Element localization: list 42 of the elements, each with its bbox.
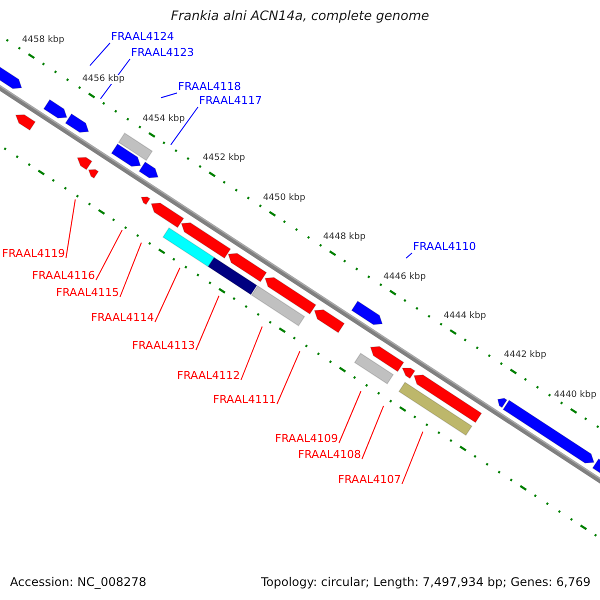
leader-line [362, 405, 384, 460]
gene-label: FRAAL4112 [177, 370, 240, 381]
gene-label: FRAAL4115 [56, 287, 120, 298]
gene-label: FRAAL4124 [111, 31, 174, 42]
tick-label: 4446 kbp [383, 272, 426, 282]
gene-label: FRAAL4111 [213, 394, 276, 405]
tick-label: 4458 kbp [22, 36, 64, 45]
tick-label: 4452 kbp [202, 154, 246, 164]
accession-text: Accession: NC_008278 [10, 576, 146, 588]
leader-line [402, 431, 424, 484]
gene-label: FRAAL4119 [2, 248, 66, 259]
leader-line [160, 92, 178, 98]
tick-label: 4444 kbp [444, 312, 486, 321]
leader-line [154, 267, 180, 322]
gene-label: FRAAL4107 [338, 474, 402, 485]
tick-label: 4442 kbp [504, 351, 546, 360]
gene-label: FRAAL4109 [275, 433, 338, 444]
genome-summary-text: Topology: circular; Length: 7,497,934 bp; Genes: 6,769 [261, 576, 591, 588]
leader-line [240, 326, 263, 380]
tick-label: 4456 kbp [82, 75, 125, 84]
tick-label: 4454 kbp [142, 114, 185, 124]
gene-label: FRAAL4123 [131, 47, 194, 58]
leader-line [170, 106, 198, 146]
leader-line [406, 252, 412, 259]
gene-label: FRAAL4117 [199, 95, 262, 106]
leader-line [196, 295, 220, 350]
leader-line [66, 198, 76, 258]
tick-label: 4440 kbp [554, 390, 596, 400]
gene-label: FRAAL4113 [132, 340, 196, 351]
gene-label: FRAAL4108 [298, 449, 362, 460]
leader-line [96, 230, 123, 280]
leader-line [89, 42, 110, 66]
gene-label: FRAAL4110 [413, 241, 476, 252]
gene-label: FRAAL4116 [32, 270, 96, 281]
gene-label: FRAAL4114 [91, 312, 154, 323]
tick-label: 4450 kbp [262, 194, 306, 203]
tick-label: 4448 kbp [323, 233, 366, 242]
leader-line [120, 242, 142, 298]
diagram-title: Frankia alni ACN14a, complete genome [170, 10, 430, 23]
leader-line [276, 350, 300, 404]
leader-line [338, 390, 362, 444]
gene-label: FRAAL4118 [178, 81, 242, 92]
